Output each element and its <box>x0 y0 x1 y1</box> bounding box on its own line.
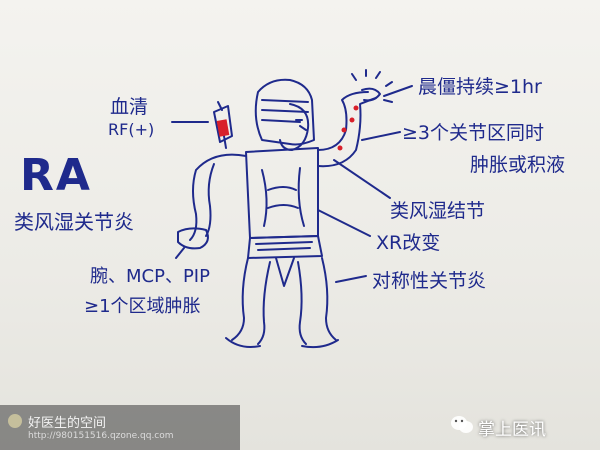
right-arm <box>317 91 369 151</box>
watermark-right-text: 掌上医讯 <box>478 420 546 440</box>
label-joints-line2: 肿胀或积液 <box>470 154 566 176</box>
joint-dot <box>337 145 343 151</box>
right-foot <box>301 339 339 349</box>
label-joints-line1: ≥3个关节区同时 <box>402 122 545 144</box>
label-wrist-line2: ≥1个区域肿胀 <box>84 296 201 317</box>
pointer-symmetric <box>335 275 367 283</box>
watermark-bar: 好医生的空间 http://980151516.qzone.qq.com 掌上医… <box>0 405 600 450</box>
pointer-nodule <box>333 159 391 199</box>
watermark-left-panel: 好医生的空间 http://980151516.qzone.qq.com <box>0 405 240 450</box>
torso <box>245 147 319 239</box>
pointer-xray <box>317 209 371 237</box>
face <box>279 103 310 151</box>
pointer-stiffness <box>383 85 413 97</box>
label-morning-stiffness: 晨僵持续≥1hr <box>418 76 542 98</box>
ribs <box>261 167 305 227</box>
subtitle-disease: 类风湿关节炎 <box>14 210 134 234</box>
right-hand <box>361 87 381 102</box>
left-hand <box>177 227 209 250</box>
left-leg <box>231 257 249 341</box>
label-symmetric: 对称性关节炎 <box>372 270 487 292</box>
joint-dot <box>353 105 359 111</box>
left-foot <box>225 337 261 348</box>
pointer-joints <box>361 131 401 141</box>
joint-dot <box>341 127 347 133</box>
left-arm <box>189 153 247 241</box>
title-ra: RA <box>20 150 92 201</box>
syringe-blood <box>216 119 230 137</box>
pointer-wrist <box>175 247 185 259</box>
label-xray: XR改变 <box>376 232 441 254</box>
label-serum-line2: RF(+) <box>108 120 155 139</box>
headdress <box>254 78 315 146</box>
qzone-logo-icon <box>8 414 22 428</box>
syringe-barrel <box>213 105 233 143</box>
skirt <box>247 235 323 259</box>
right-leg <box>297 261 307 345</box>
label-rheumatoid-nodule: 类风湿结节 <box>390 200 486 222</box>
watermark-brand: 好医生的空间 <box>28 416 107 431</box>
label-wrist-line1: 腕、MCP、PIP <box>90 266 210 287</box>
joint-dot <box>349 117 355 123</box>
wechat-icon <box>451 416 473 433</box>
watermark-url: http://980151516.qzone.qq.com <box>28 431 174 441</box>
label-serum-line1: 血清 <box>110 96 149 118</box>
